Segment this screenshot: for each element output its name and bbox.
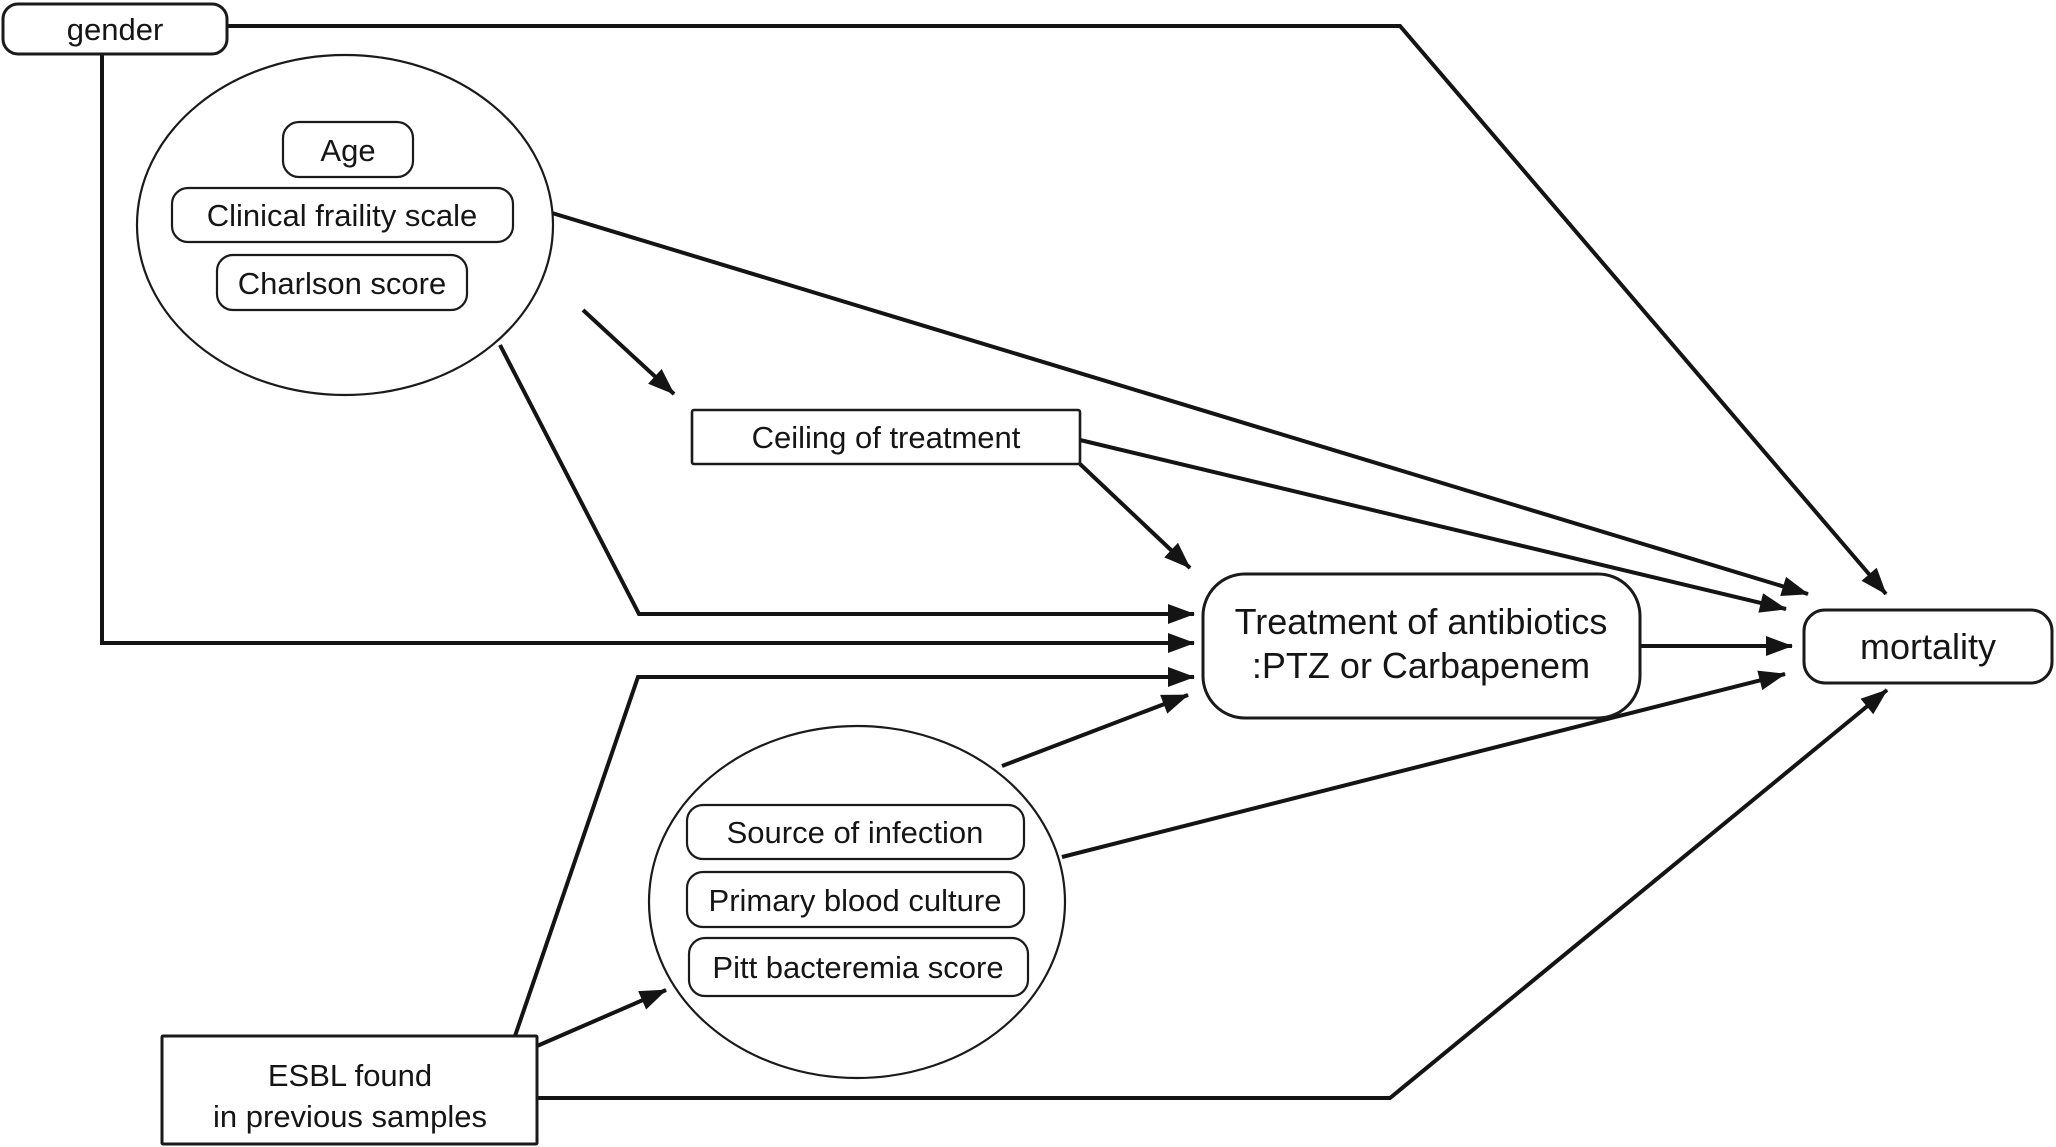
node-primary-blood-culture: Primary blood culture [685, 870, 1026, 929]
edge-infection-factors-to-treatment-arrow [1001, 693, 1189, 768]
edge-esbl-to-infection-factors-arrow [536, 988, 667, 1048]
node-treatment: Treatment of antibiotics :PTZ or Carbape… [1201, 572, 1642, 720]
primary-blood-culture-label: Primary blood culture [709, 883, 1002, 918]
edge-gender-to-mortality-arrow [227, 24, 1888, 596]
edge-patient-factors-to-ceiling-arrow [581, 308, 676, 396]
edge-ceiling-to-treatment-arrow [1078, 462, 1192, 570]
edge-esbl-to-mortality-arrow [537, 688, 1889, 1100]
edge-group [100, 24, 1889, 1100]
clinical-fraility-scale-label: Clinical fraility scale [207, 198, 477, 233]
source-of-infection-label: Source of infection [727, 815, 984, 850]
node-charlson-score: Charlson score [215, 253, 469, 312]
edge-patient-factors-to-treatment-arrow [498, 344, 1195, 624]
edge-patient-factors-to-mortality-arrow [551, 211, 1809, 597]
edge-infection-factors-to-mortality-arrow [1061, 670, 1786, 859]
age-label: Age [320, 133, 375, 168]
ceiling-of-treatment-label: Ceiling of treatment [752, 420, 1021, 455]
treatment-label-line1: Treatment of antibiotics [1235, 601, 1608, 642]
node-gender: gender [1, 2, 229, 56]
treatment-label-line2: :PTZ or Carbapenem [1252, 645, 1590, 686]
gender-label: gender [67, 12, 164, 47]
node-pitt-bacteremia-score: Pitt bacteremia score [687, 936, 1030, 998]
esbl-label-line1: ESBL found [268, 1058, 432, 1093]
mortality-label: mortality [1860, 626, 1996, 667]
edge-ceiling-to-mortality-arrow [1079, 438, 1787, 613]
esbl-label-line2: in previous samples [213, 1099, 487, 1134]
node-mortality: mortality [1802, 608, 2054, 685]
edge-gender-to-treatment-arrow [100, 53, 1195, 653]
node-clinical-fraility-scale: Clinical fraility scale [170, 186, 515, 244]
edge-esbl-to-treatment-arrow [513, 667, 1195, 1037]
pitt-bacteremia-score-label: Pitt bacteremia score [712, 950, 1003, 985]
node-age: Age [281, 120, 415, 179]
node-infection-factors-group: Source of infection Primary blood cultur… [647, 724, 1067, 1080]
node-patient-factors-group: Age Clinical fraility scale Charlson sco… [135, 53, 555, 397]
node-esbl: ESBL found in previous samples [160, 1034, 539, 1146]
node-ceiling-of-treatment: Ceiling of treatment [690, 408, 1082, 466]
node-source-of-infection: Source of infection [685, 803, 1026, 861]
charlson-score-label: Charlson score [238, 266, 446, 301]
